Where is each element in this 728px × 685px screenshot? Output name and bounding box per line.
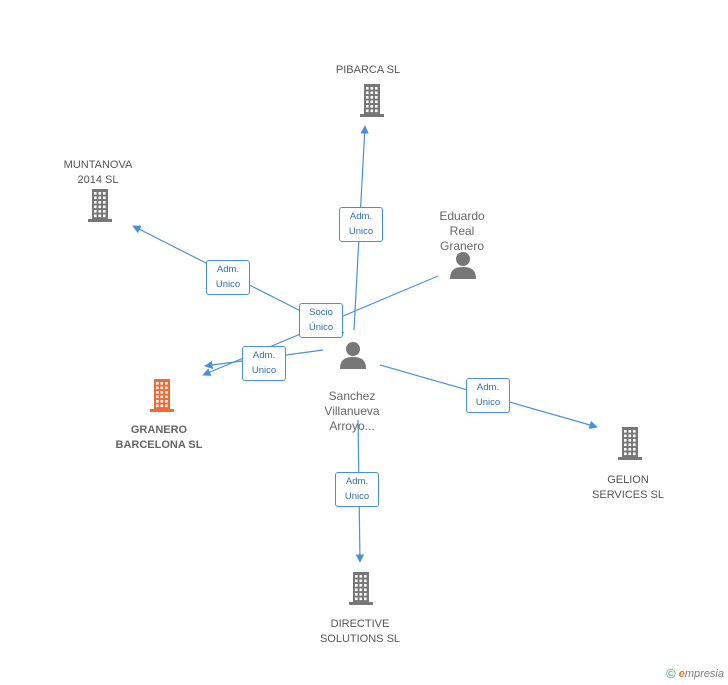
gelion-label[interactable]: GELION SERVICES SL xyxy=(592,474,664,501)
brand-logo: empresia xyxy=(678,667,724,680)
edge-label-sanchez-gelion[interactable]: Adm. Unico xyxy=(466,378,510,413)
pibarca-label[interactable]: PIBARCA SL xyxy=(335,64,401,76)
edge-label-eduardo-granero[interactable]: Socio Único xyxy=(299,303,343,338)
eduardo-label[interactable]: Eduardo Real Granero xyxy=(439,209,485,253)
edge-label-sanchez-directive[interactable]: Adm. Unico xyxy=(335,472,379,507)
eduardo-person-icon[interactable] xyxy=(448,250,478,285)
muntanova-label[interactable]: MUNTANOVA 2014 SL xyxy=(63,159,133,186)
directive-building-icon[interactable] xyxy=(345,570,377,611)
edge-label-sanchez-pibarca[interactable]: Adm. Unico xyxy=(339,207,383,242)
edge-label-sanchez-granero[interactable]: Adm. Unico xyxy=(242,346,286,381)
granero-building-icon[interactable] xyxy=(146,377,178,418)
sanchez-label[interactable]: Sanchez Villanueva Arroyo... xyxy=(324,389,380,433)
copyright-icon: © xyxy=(666,666,676,681)
directive-label[interactable]: DIRECTIVE SOLUTIONS SL xyxy=(319,618,401,645)
pibarca-building-icon[interactable] xyxy=(356,82,388,123)
footer-brand[interactable]: © empresia xyxy=(666,666,724,681)
muntanova-building-icon[interactable] xyxy=(84,187,116,228)
edge-label-sanchez-muntanova[interactable]: Adm. Unico xyxy=(206,260,250,295)
sanchez-person-icon[interactable] xyxy=(338,340,368,375)
granero-label[interactable]: GRANERO BARCELONA SL xyxy=(115,424,203,451)
gelion-building-icon[interactable] xyxy=(614,425,646,466)
